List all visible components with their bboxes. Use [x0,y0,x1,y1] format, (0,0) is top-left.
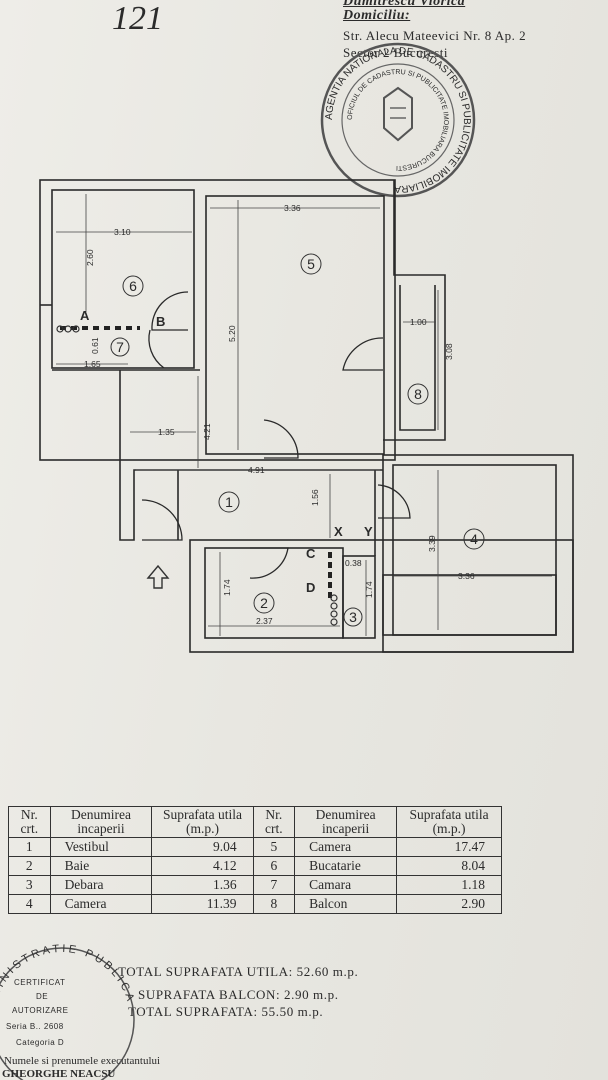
letter-marker: A [80,308,90,323]
table-row: 3 Debara 1.36 7 Camara 1.18 [8,875,502,895]
room-area: 4.12 [151,856,254,876]
room-name: Camara [294,875,398,895]
dimension-label: 3.36 [458,571,475,581]
certificate-line: Categoria D [16,1038,65,1047]
dimension-label: 1.56 [310,489,320,506]
stamp-text: AGENTIA NATIONALA DE CADASTRU SI PUBLICI… [324,46,472,194]
dimension-label: 3.36 [284,203,301,213]
room-name: Camera [294,837,398,857]
certificate-line: CERTIFICAT [14,978,66,987]
total-usable-area: TOTAL SUPRAFATA UTILA: 52.60 m.p. [118,964,359,979]
column-header: Suprafata utila (m.p.) [151,806,254,838]
dimension-label: 3.10 [114,227,131,237]
room-number: 4 [470,531,478,547]
column-header: Nr. crt. [8,806,51,838]
executor-label: Numele si prenumele executantului [4,1055,161,1067]
dimension-label: 4.91 [248,465,265,475]
row-number: 1 [8,837,51,857]
dimension-label: 2.37 [256,616,273,626]
table-row: 2 Baie 4.12 6 Bucatarie 8.04 [8,856,502,876]
certificate-line: DE [36,992,49,1001]
room-area: 8.04 [396,856,502,876]
room-area: 17.47 [396,837,502,857]
dimension-label: 0.61 [90,337,100,354]
room-name: Debara [49,875,153,895]
domicile-label: Domiciliu: [343,8,411,23]
column-header: Denumirea incaperii [294,806,398,838]
table-row: 1 Vestibul 9.04 5 Camera 17.47 [8,837,502,857]
room-area: 9.04 [151,837,254,857]
room-name: Camera [49,894,153,914]
certificate-line: Seria B.. 2608 [6,1022,64,1031]
dimension-label: 4.21 [202,423,212,440]
room-name: Baie [49,856,153,876]
room-number: 6 [129,278,137,294]
owner-name: Dumitrescu Viorica [343,0,466,9]
room-number: 8 [414,386,422,402]
column-header: Suprafata utila (m.p.) [396,806,502,838]
table-row: 4 Camera 11.39 8 Balcon 2.90 [8,894,502,914]
room-numbers: 1 2 3 4 5 6 7 8 [110,253,485,627]
area-table: Nr. crt. Denumirea incaperii Suprafata u… [8,806,502,914]
executor-name: GHEORGHE NEACSU [2,1068,116,1080]
room-area: 2.90 [396,894,502,914]
cadastre-stamp: AGENTIA NATIONALA DE CADASTRU SI PUBLICI… [320,42,476,198]
letter-marker: X [334,524,343,539]
walls [39,179,574,653]
dimension-label: 2.60 [85,249,95,266]
letter-marker: C [306,546,316,561]
letter-marker: B [156,314,165,329]
row-number: 2 [8,856,51,876]
room-number: 3 [349,609,357,625]
room-number: 7 [116,339,124,355]
total-area: TOTAL SUPRAFATA: 55.50 m.p. [128,1004,324,1019]
room-name: Bucatarie [294,856,398,876]
room-name: Vestibul [49,837,153,857]
room-number: 2 [260,595,268,611]
handwritten-number: 121 [112,0,163,37]
room-number: 5 [307,256,315,272]
dimension-label: 3.08 [444,343,454,360]
column-header: Nr. crt. [252,806,296,838]
column-header: Denumirea incaperii [49,806,153,838]
dimension-label: 1.00 [410,317,427,327]
dimension-labels: 3.10 3.36 2.60 5.20 1.00 3.08 0.61 1.65 … [84,203,475,626]
dimension-label: 1.74 [222,579,232,596]
floor-plan: AGENTIA NATIONALA DE CADASTRU SI PUBLICI… [39,42,574,653]
row-number: 4 [8,894,51,914]
letter-marker: Y [364,524,373,539]
room-area: 1.36 [151,875,254,895]
dimension-lines [56,194,552,636]
row-number: 7 [252,875,296,895]
certificate-stamp: ADMINISTRATIE PUBLICA [0,943,135,1080]
entrance-arrow-icon [146,564,170,589]
fixtures [56,325,338,626]
room-area: 11.39 [151,894,254,914]
section-letters: A B C D X Y [80,308,373,595]
dimension-label: 0.38 [345,558,362,568]
table-header-row: Nr. crt. Denumirea incaperii Suprafata u… [8,806,502,838]
room-number: 1 [225,494,233,510]
row-number: 8 [252,894,296,914]
dimension-label: 1.74 [364,581,374,598]
letter-marker: D [306,580,315,595]
dimension-label: 1.65 [84,359,101,369]
row-number: 3 [8,875,51,895]
dimension-label: 3.39 [427,535,437,552]
certificate-line: AUTORIZARE [12,1006,69,1015]
balcony-area: SUPRAFATA BALCON: 2.90 m.p. [138,987,339,1002]
room-area: 1.18 [396,875,502,895]
door-swings [141,291,411,579]
stamp-inner-text: OFICIUL DE CADASTRU SI PUBLICITATE IMOBI… [347,69,449,171]
address-line-1: Str. Alecu Mateevici Nr. 8 Ap. 2 [343,28,527,43]
dimension-label: 1.35 [158,427,175,437]
room-name: Balcon [294,894,398,914]
dimension-label: 5.20 [227,325,237,342]
row-number: 5 [252,837,296,857]
row-number: 6 [252,856,296,876]
